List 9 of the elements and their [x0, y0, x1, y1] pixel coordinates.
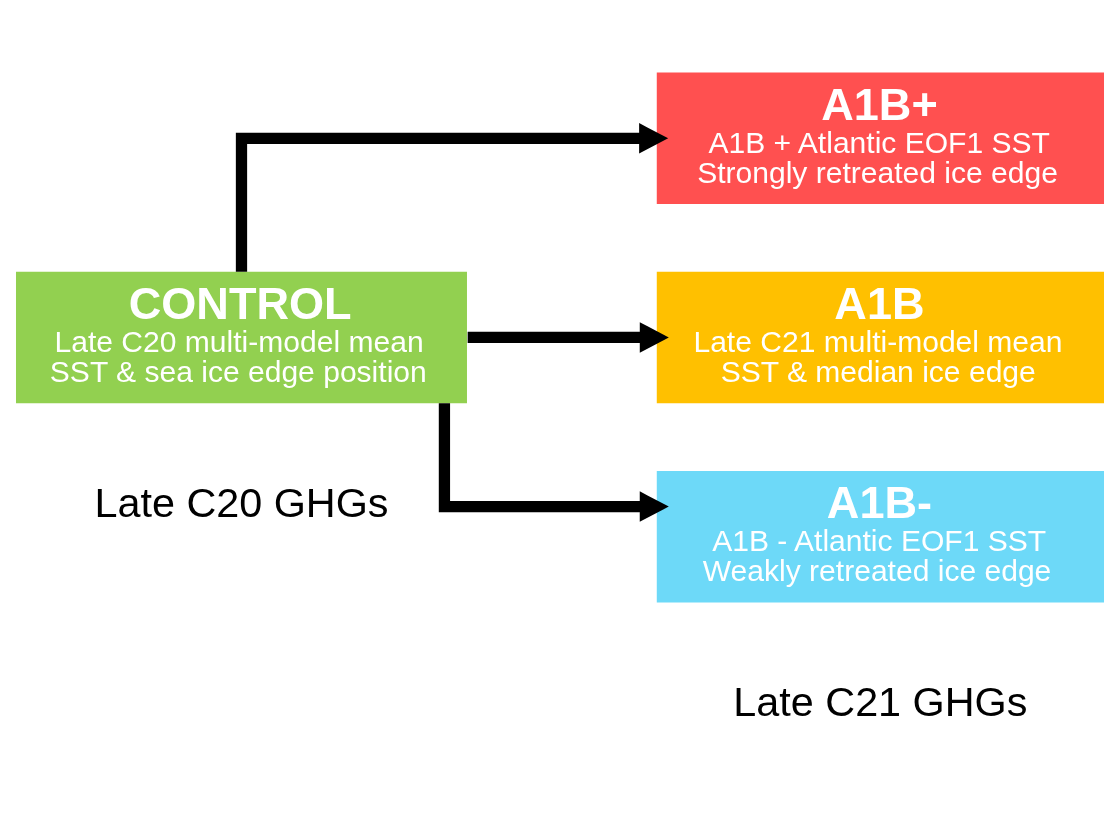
node-box: CONTROL Late C20 multi-model mean SST & sea ice edge position — [16, 271, 467, 403]
node-box: A1B+ A1B + Atlantic EOF1 SST Strongly retreated ice edge — [656, 72, 1104, 204]
label: Late C20 GHGs — [94, 479, 389, 526]
arrow — [438, 402, 669, 522]
arrow — [467, 321, 669, 353]
label: Late C21 GHGs — [733, 678, 1028, 725]
node-box: A1B Late C21 multi-model mean SST & median ice edge — [656, 271, 1104, 403]
node-box: A1B- A1B - Atlantic EOF1 SST Weakly retreated ice edge — [656, 470, 1104, 602]
arrow — [235, 122, 669, 272]
